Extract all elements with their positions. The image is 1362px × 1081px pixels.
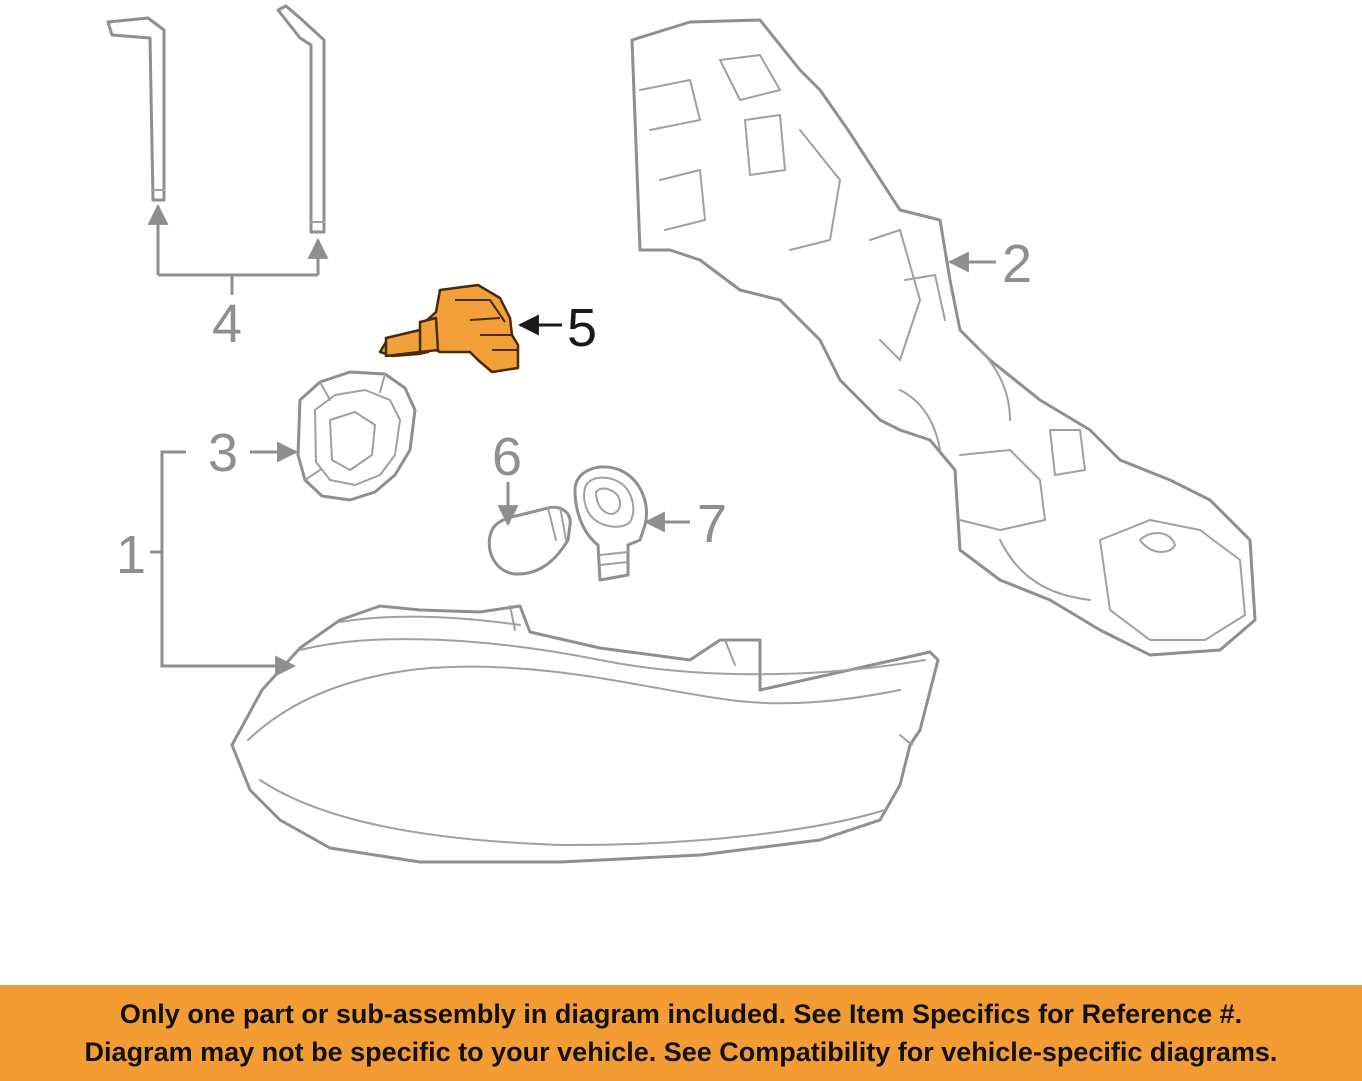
callout-3: 3 [208, 423, 238, 483]
callout-4-leader [147, 203, 329, 295]
callout-1-leader [150, 450, 297, 677]
bracket-part-2 [630, 18, 1257, 657]
bulb-socket-part-7 [573, 465, 648, 582]
headlamp-bulb-part-5 [378, 283, 520, 374]
retaining-ring-part-3 [296, 370, 417, 502]
hose-part-4 [106, 4, 326, 234]
callout-7: 7 [697, 494, 727, 554]
headlamp-assembly-part-1 [230, 604, 940, 864]
parts-diagram: 4 2 5 [106, 4, 1257, 864]
callout-2: 2 [1002, 234, 1032, 294]
disclaimer-line-1: Only one part or sub-assembly in diagram… [119, 999, 1243, 1029]
disclaimer-line-2: Diagram may not be specific to your vehi… [84, 1037, 1278, 1067]
callout-1: 1 [116, 525, 146, 585]
callout-6: 6 [492, 427, 522, 487]
callout-4: 4 [212, 294, 242, 354]
disclaimer-banner: Only one part or sub-assembly in diagram… [0, 985, 1362, 1081]
callout-5: 5 [567, 298, 597, 358]
bulb-part-6 [487, 505, 572, 576]
